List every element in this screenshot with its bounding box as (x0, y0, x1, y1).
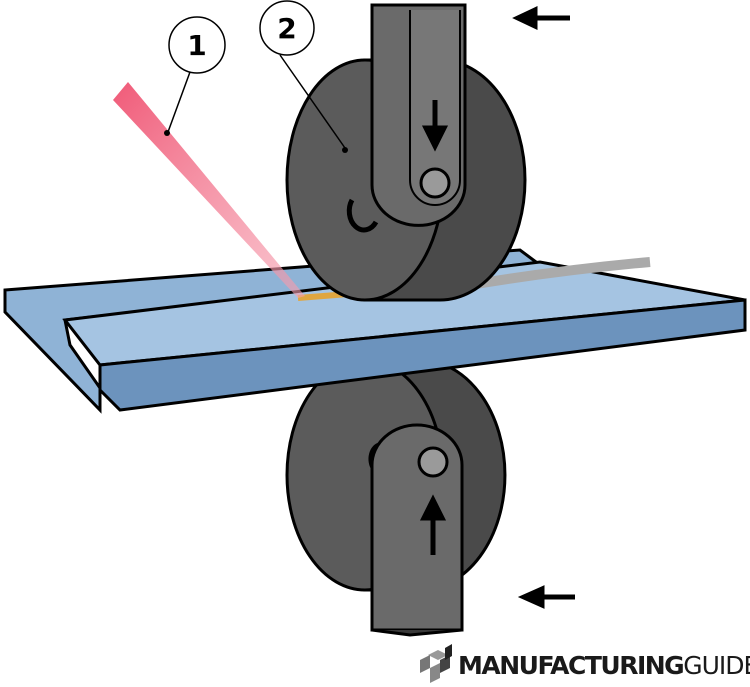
logo-text-bold: MANUFACTURING (458, 650, 685, 680)
callout-1-label: 1 (187, 29, 206, 62)
pin-icon (419, 167, 451, 199)
callout-2-label: 2 (277, 12, 296, 45)
weld-seam (469, 257, 651, 290)
callout-2: 2 (259, 0, 315, 56)
arrow-left-icon (517, 585, 575, 609)
laser-beam (113, 82, 305, 298)
bottom-arm (370, 423, 464, 637)
top-arm (370, 3, 467, 227)
rotation-arrow-icon (346, 198, 379, 233)
arrow-left-icon (512, 6, 570, 30)
arrow-down-icon (421, 100, 449, 152)
logo-mark-icon (420, 644, 452, 683)
workpiece-plates (3, 248, 747, 414)
logo-text-light: GUIDE (683, 650, 750, 680)
arrow-up-icon (419, 494, 447, 555)
callout-1: 1 (168, 16, 226, 74)
pin-icon (417, 446, 449, 478)
manufacturing-guide-logo: MANUFACTURINGGUIDE (458, 648, 750, 682)
